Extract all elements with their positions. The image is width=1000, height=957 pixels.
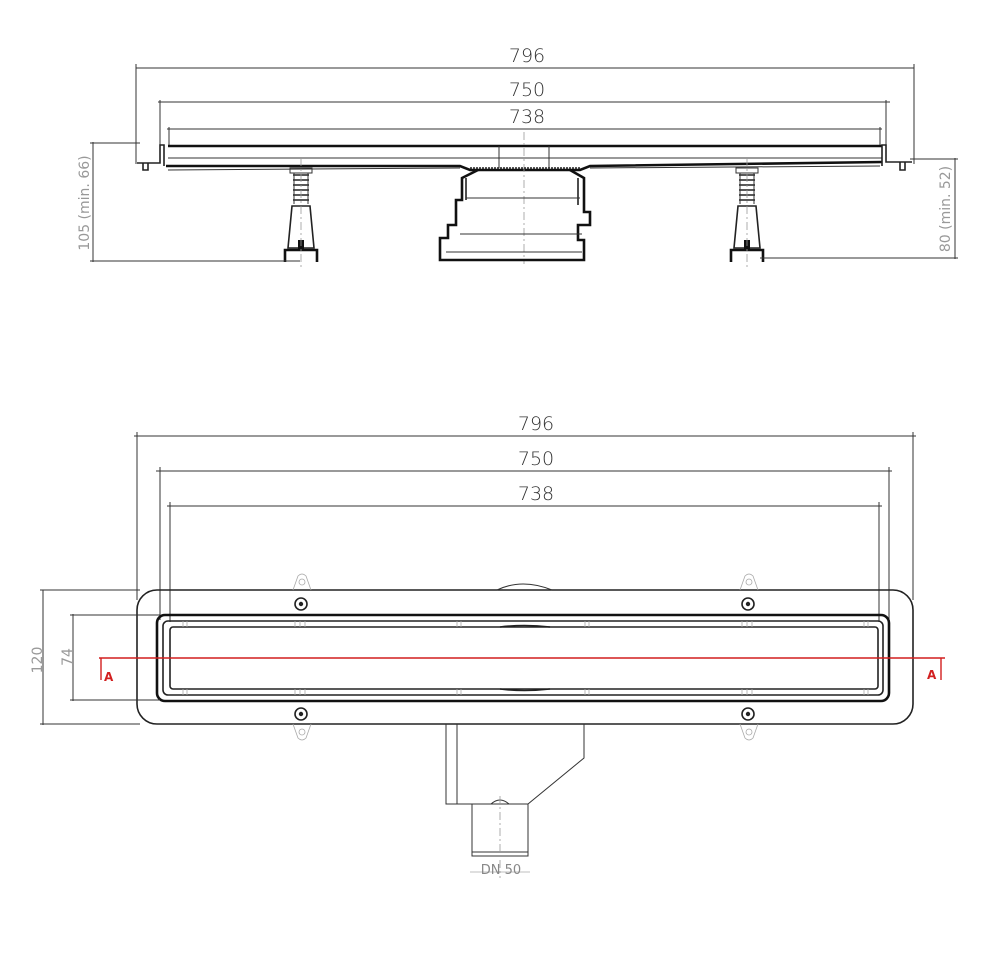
top-dim-796: 796 xyxy=(518,413,554,435)
top-dim-750: 750 xyxy=(518,448,554,470)
outlet-body xyxy=(445,724,585,878)
top-dim-74: 74 xyxy=(60,648,76,666)
top-dim-120: 120 xyxy=(30,647,46,674)
left-adjustable-foot xyxy=(283,158,319,268)
section-marker-right: A xyxy=(927,668,937,682)
top-view: 796 750 738 xyxy=(30,413,945,878)
side-dim-796: 796 xyxy=(509,45,545,67)
section-marker-left: A xyxy=(104,670,114,684)
side-dim-738: 738 xyxy=(509,106,545,128)
outlet-dim-dn50: DN 50 xyxy=(481,863,521,878)
side-dim-right-height: 80 (min. 52) xyxy=(938,166,954,252)
right-adjustable-foot xyxy=(729,158,765,268)
mounting-screws xyxy=(294,597,755,721)
fixing-lugs xyxy=(292,573,759,741)
outer-flange xyxy=(136,589,914,725)
side-view: 796 750 738 xyxy=(77,45,958,268)
siphon-section xyxy=(438,167,592,262)
side-dim-left-height: 105 (min. 66) xyxy=(77,155,93,250)
top-dim-738: 738 xyxy=(518,483,554,505)
side-dim-750: 750 xyxy=(509,79,545,101)
